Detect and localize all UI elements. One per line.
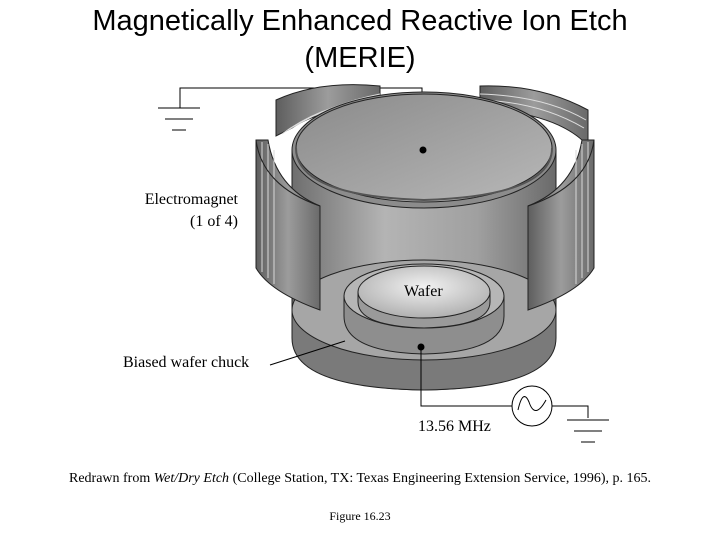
figure-caption: Redrawn from Wet/Dry Etch (College Stati… — [0, 471, 720, 487]
electromagnet-label: Electromagnet — [145, 191, 239, 208]
chuck-leader-line — [269, 340, 346, 366]
ground-symbol-rf — [567, 419, 609, 443]
figure-number: Figure 16.23 — [329, 509, 391, 523]
ground-symbol-top — [158, 107, 200, 131]
rf-lead — [420, 347, 589, 418]
chuck-label: Biased wafer chuck — [123, 354, 249, 371]
wafer-label: Wafer — [404, 283, 443, 300]
electromagnet-front-right — [527, 139, 595, 311]
caption-prefix: Redrawn from — [68, 471, 154, 486]
top-electrode-contact — [419, 146, 427, 154]
wafer — [357, 265, 491, 329]
caption-book-title: Wet/Dry Etch — [153, 471, 230, 486]
diagram-title-line1: Magnetically Enhanced Reactive Ion Etch — [92, 5, 628, 37]
diagram-title-line2: (MERIE) — [304, 42, 416, 74]
electromagnet-count-label: (1 of 4) — [190, 213, 238, 230]
electromagnet-front-left — [255, 139, 321, 311]
caption-suffix: (College Station, TX: Texas Engineering … — [229, 471, 651, 486]
rf-source-icon — [511, 385, 553, 427]
frequency-label: 13.56 MHz — [418, 418, 491, 435]
